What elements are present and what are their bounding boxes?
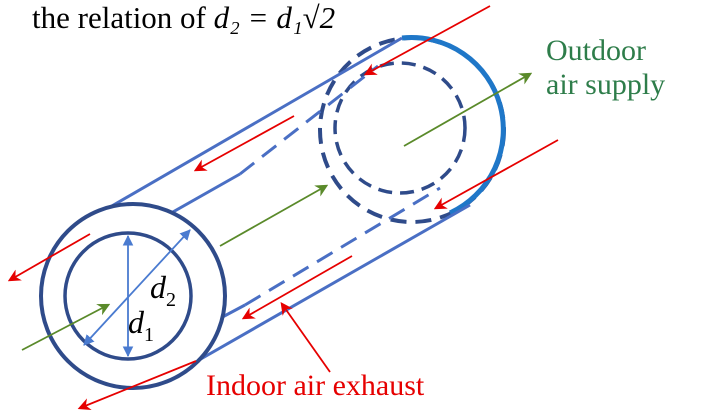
header-prefix: the relation of xyxy=(32,0,214,35)
far-inner-circle-dashed xyxy=(333,61,467,195)
header-formula: d₂ = d₁√2 xyxy=(214,0,336,35)
outer-duct-top-line xyxy=(97,36,403,216)
exhaust-arrow-top-mid xyxy=(193,115,295,172)
supply-arrow-far xyxy=(403,72,533,147)
exhaust-arrow-left-exit xyxy=(7,233,91,282)
exhaust-arrow-top-entry xyxy=(363,5,491,76)
indoor-label-pointer xyxy=(280,301,331,373)
outdoor-label-line1: Outdoor xyxy=(546,34,646,67)
d2-label: d2 xyxy=(150,269,176,311)
exhaust-arrow-bottom-entry xyxy=(433,139,559,210)
exhaust-arrow-bottom-mid xyxy=(241,255,353,320)
d2-dimension-line xyxy=(83,229,191,346)
d1-label: d1 xyxy=(128,304,154,346)
supply-arrow-middle xyxy=(219,184,329,247)
exhaust-arrow-bottom-exit xyxy=(77,360,197,411)
header-text: the relation of d₂ = d₁√2 xyxy=(32,0,335,35)
supply-arrow-near xyxy=(21,303,111,351)
inner-duct-bottom-dashed xyxy=(244,186,441,307)
inner-duct-top-dashed xyxy=(239,64,379,176)
indoor-label: Indoor air exhaust xyxy=(206,369,425,402)
outdoor-label-line2: air supply xyxy=(546,68,665,101)
far-outer-circle-solid-arc xyxy=(401,35,506,216)
outer-duct-bottom-line xyxy=(177,203,471,374)
